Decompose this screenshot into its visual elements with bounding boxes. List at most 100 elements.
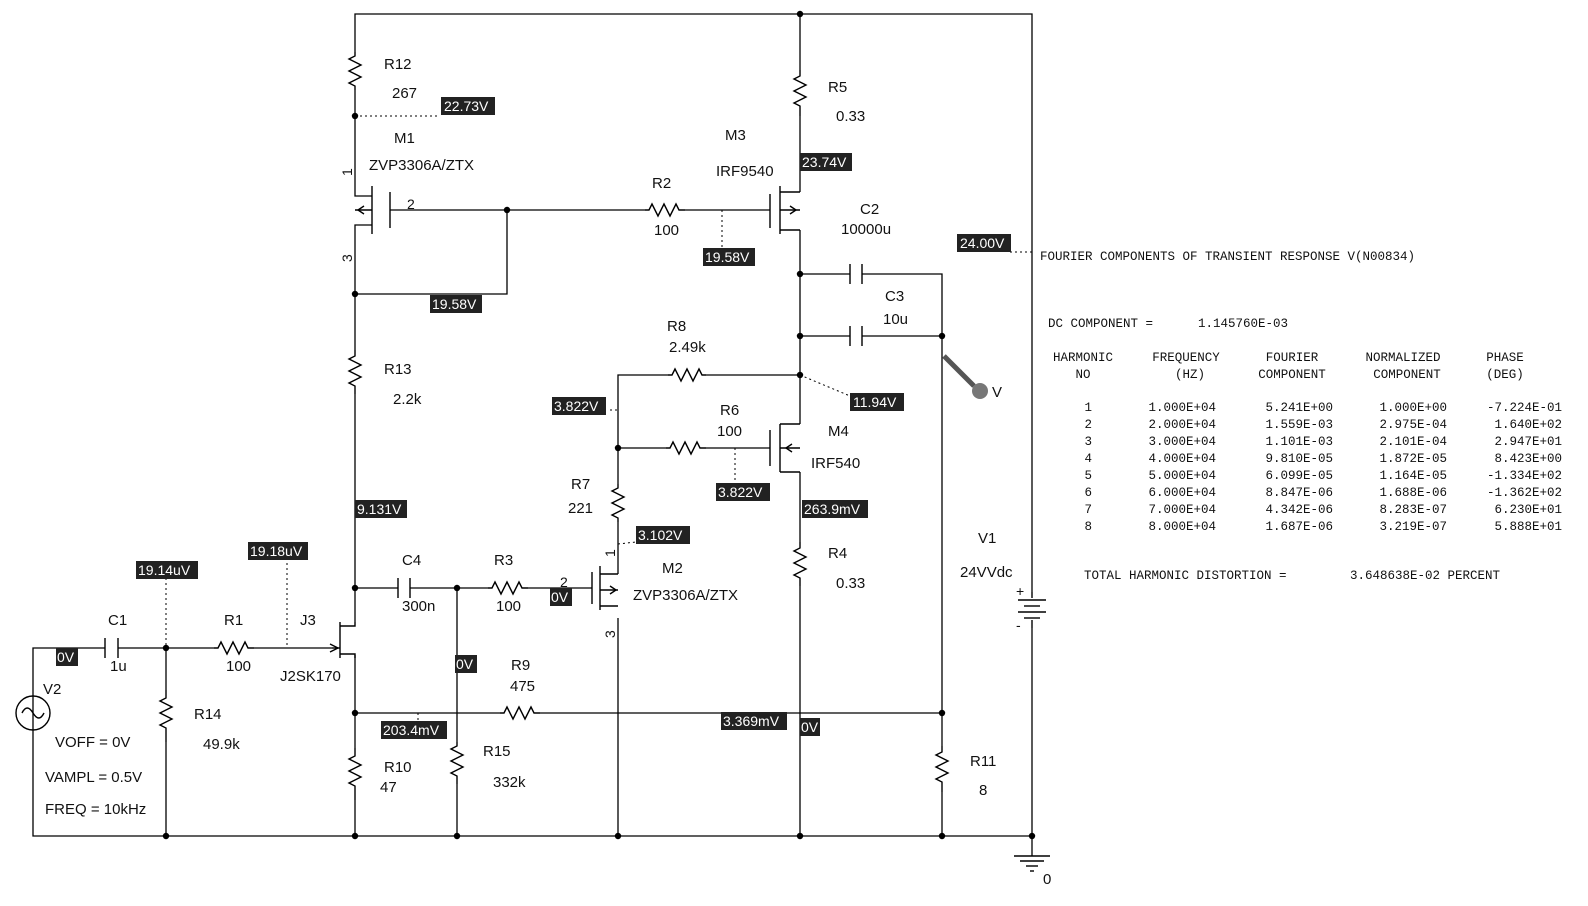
resistor-r1: [214, 640, 254, 656]
ground-label: 0: [1043, 871, 1051, 888]
v1-value: 24VVdc: [960, 564, 1013, 581]
c3-ref: C3: [885, 288, 904, 305]
ground-icon: [1014, 855, 1050, 872]
resistor-r8: [668, 367, 706, 383]
r9-ref: R9: [511, 657, 530, 674]
c1-value: 1u: [110, 658, 127, 675]
r8-ref: R8: [667, 318, 686, 335]
resistor-r14: [158, 690, 174, 742]
dc-component-value: 1.145760E-03: [1198, 317, 1288, 331]
svg-text:+: +: [1016, 583, 1024, 599]
voltage-tag: 23.74V: [802, 154, 847, 170]
ac-source-v2-symbol: [15, 695, 51, 731]
v2-voff: VOFF = 0V: [55, 734, 130, 751]
r1-ref: R1: [224, 612, 243, 629]
fourier-table-cell: 2: [1084, 418, 1092, 432]
m1-ref: M1: [394, 130, 415, 147]
m2-drain-pin: 1: [602, 549, 618, 557]
v2-ref: V2: [43, 681, 61, 698]
r13-value: 2.2k: [393, 391, 422, 408]
fourier-table-cell: 5: [1084, 469, 1092, 483]
fourier-table-cell: 2.000E+04: [1148, 418, 1216, 432]
voltage-tag: 0V: [57, 649, 75, 665]
voltage-tag: 19.58V: [705, 249, 750, 265]
v2-vampl: VAMPL = 0.5V: [45, 769, 142, 786]
voltage-tag: 0V: [456, 656, 474, 672]
mosfet-m3-symbol: [769, 186, 800, 234]
mosfet-m2-symbol: [591, 566, 618, 610]
header-normalized-sub: COMPONENT: [1373, 368, 1441, 382]
c2-ref: C2: [860, 201, 879, 218]
mosfet-m1-symbol: [355, 186, 391, 234]
r10-ref: R10: [384, 759, 412, 776]
voltage-tag: 19.14uV: [138, 562, 191, 578]
fourier-table-cell: 8.423E+00: [1494, 452, 1562, 466]
r12-ref: R12: [384, 56, 412, 73]
r2-ref: R2: [652, 175, 671, 192]
fourier-table-cell: 8: [1084, 520, 1092, 534]
thd-value: 3.648638E-02 PERCENT: [1350, 569, 1501, 583]
c4-ref: C4: [402, 552, 421, 569]
m2-ref: M2: [662, 560, 683, 577]
dc-component-label: DC COMPONENT =: [1048, 317, 1153, 331]
capacitor-c4: [397, 578, 411, 598]
voltage-tag: 11.94V: [853, 394, 897, 410]
voltage-probe-icon[interactable]: [942, 354, 988, 399]
fourier-table-cell: 1.101E-03: [1265, 435, 1333, 449]
fourier-table-cell: 1.000E+00: [1379, 401, 1447, 415]
r14-ref: R14: [194, 706, 222, 723]
header-harmonic: HARMONIC: [1053, 351, 1113, 365]
header-fourier: FOURIER: [1266, 351, 1319, 365]
fourier-table-cell: 9.810E-05: [1265, 452, 1333, 466]
r3-value: 100: [496, 598, 521, 615]
fourier-table-cell: 5.888E+01: [1494, 520, 1562, 534]
fourier-table-cell: 5.241E+00: [1265, 401, 1333, 415]
header-frequency: FREQUENCY: [1152, 351, 1220, 365]
voltage-tag: 263.9mV: [804, 501, 861, 517]
r13-ref: R13: [384, 361, 412, 378]
resistor-r9: [500, 705, 540, 721]
fourier-output: FOURIER COMPONENTS OF TRANSIENT RESPONSE…: [1040, 250, 1562, 583]
r15-ref: R15: [483, 743, 511, 760]
fourier-table-cell: 7.000E+04: [1148, 503, 1216, 517]
r2-value: 100: [654, 222, 679, 239]
r6-ref: R6: [720, 402, 739, 419]
fourier-table-cell: 3.219E-07: [1379, 520, 1447, 534]
r7-value: 221: [568, 500, 593, 517]
c2-value: 10000u: [841, 221, 891, 238]
voltage-tag: 3.102V: [638, 527, 683, 543]
battery-v1-symbol: + -: [1016, 583, 1046, 633]
voltage-tag: 203.4mV: [383, 722, 440, 738]
j3-ref: J3: [300, 612, 316, 629]
resistor-r13: [347, 350, 363, 394]
wires: [32, 13, 1033, 856]
r4-ref: R4: [828, 545, 847, 562]
r5-value: 0.33: [836, 108, 865, 125]
fourier-table-cell: 1.688E-06: [1379, 486, 1447, 500]
capacitor-c2: [849, 264, 863, 284]
fourier-table-cell: 4.000E+04: [1148, 452, 1216, 466]
fourier-table-cell: 6: [1084, 486, 1092, 500]
capacitor-c3: [849, 326, 863, 346]
voltage-tag: 19.18uV: [250, 543, 303, 559]
voltage-tag: 24.00V: [960, 235, 1005, 251]
fourier-table-cell: -1.362E+02: [1487, 486, 1562, 500]
voltage-tag: 3.822V: [718, 484, 763, 500]
resistor-r5: [792, 70, 808, 116]
r11-value: 8: [979, 782, 987, 799]
fourier-table-cell: 8.847E-06: [1265, 486, 1333, 500]
voltage-tag: 3.822V: [554, 398, 599, 414]
fourier-table-cell: 3: [1084, 435, 1092, 449]
header-phase-sub: (DEG): [1486, 368, 1524, 382]
jfet-j3-symbol: [329, 622, 356, 658]
r11-ref: R11: [970, 753, 996, 770]
fourier-table-cell: 1.640E+02: [1494, 418, 1562, 432]
c4-value: 300n: [402, 598, 435, 615]
fourier-table-cell: 1: [1084, 401, 1092, 415]
fourier-table-cell: 4.342E-06: [1265, 503, 1333, 517]
voltage-leader-lines: [165, 115, 1034, 720]
header-frequency-sub: (HZ): [1175, 368, 1205, 382]
m4-ref: M4: [828, 423, 849, 440]
r1-value: 100: [226, 658, 251, 675]
